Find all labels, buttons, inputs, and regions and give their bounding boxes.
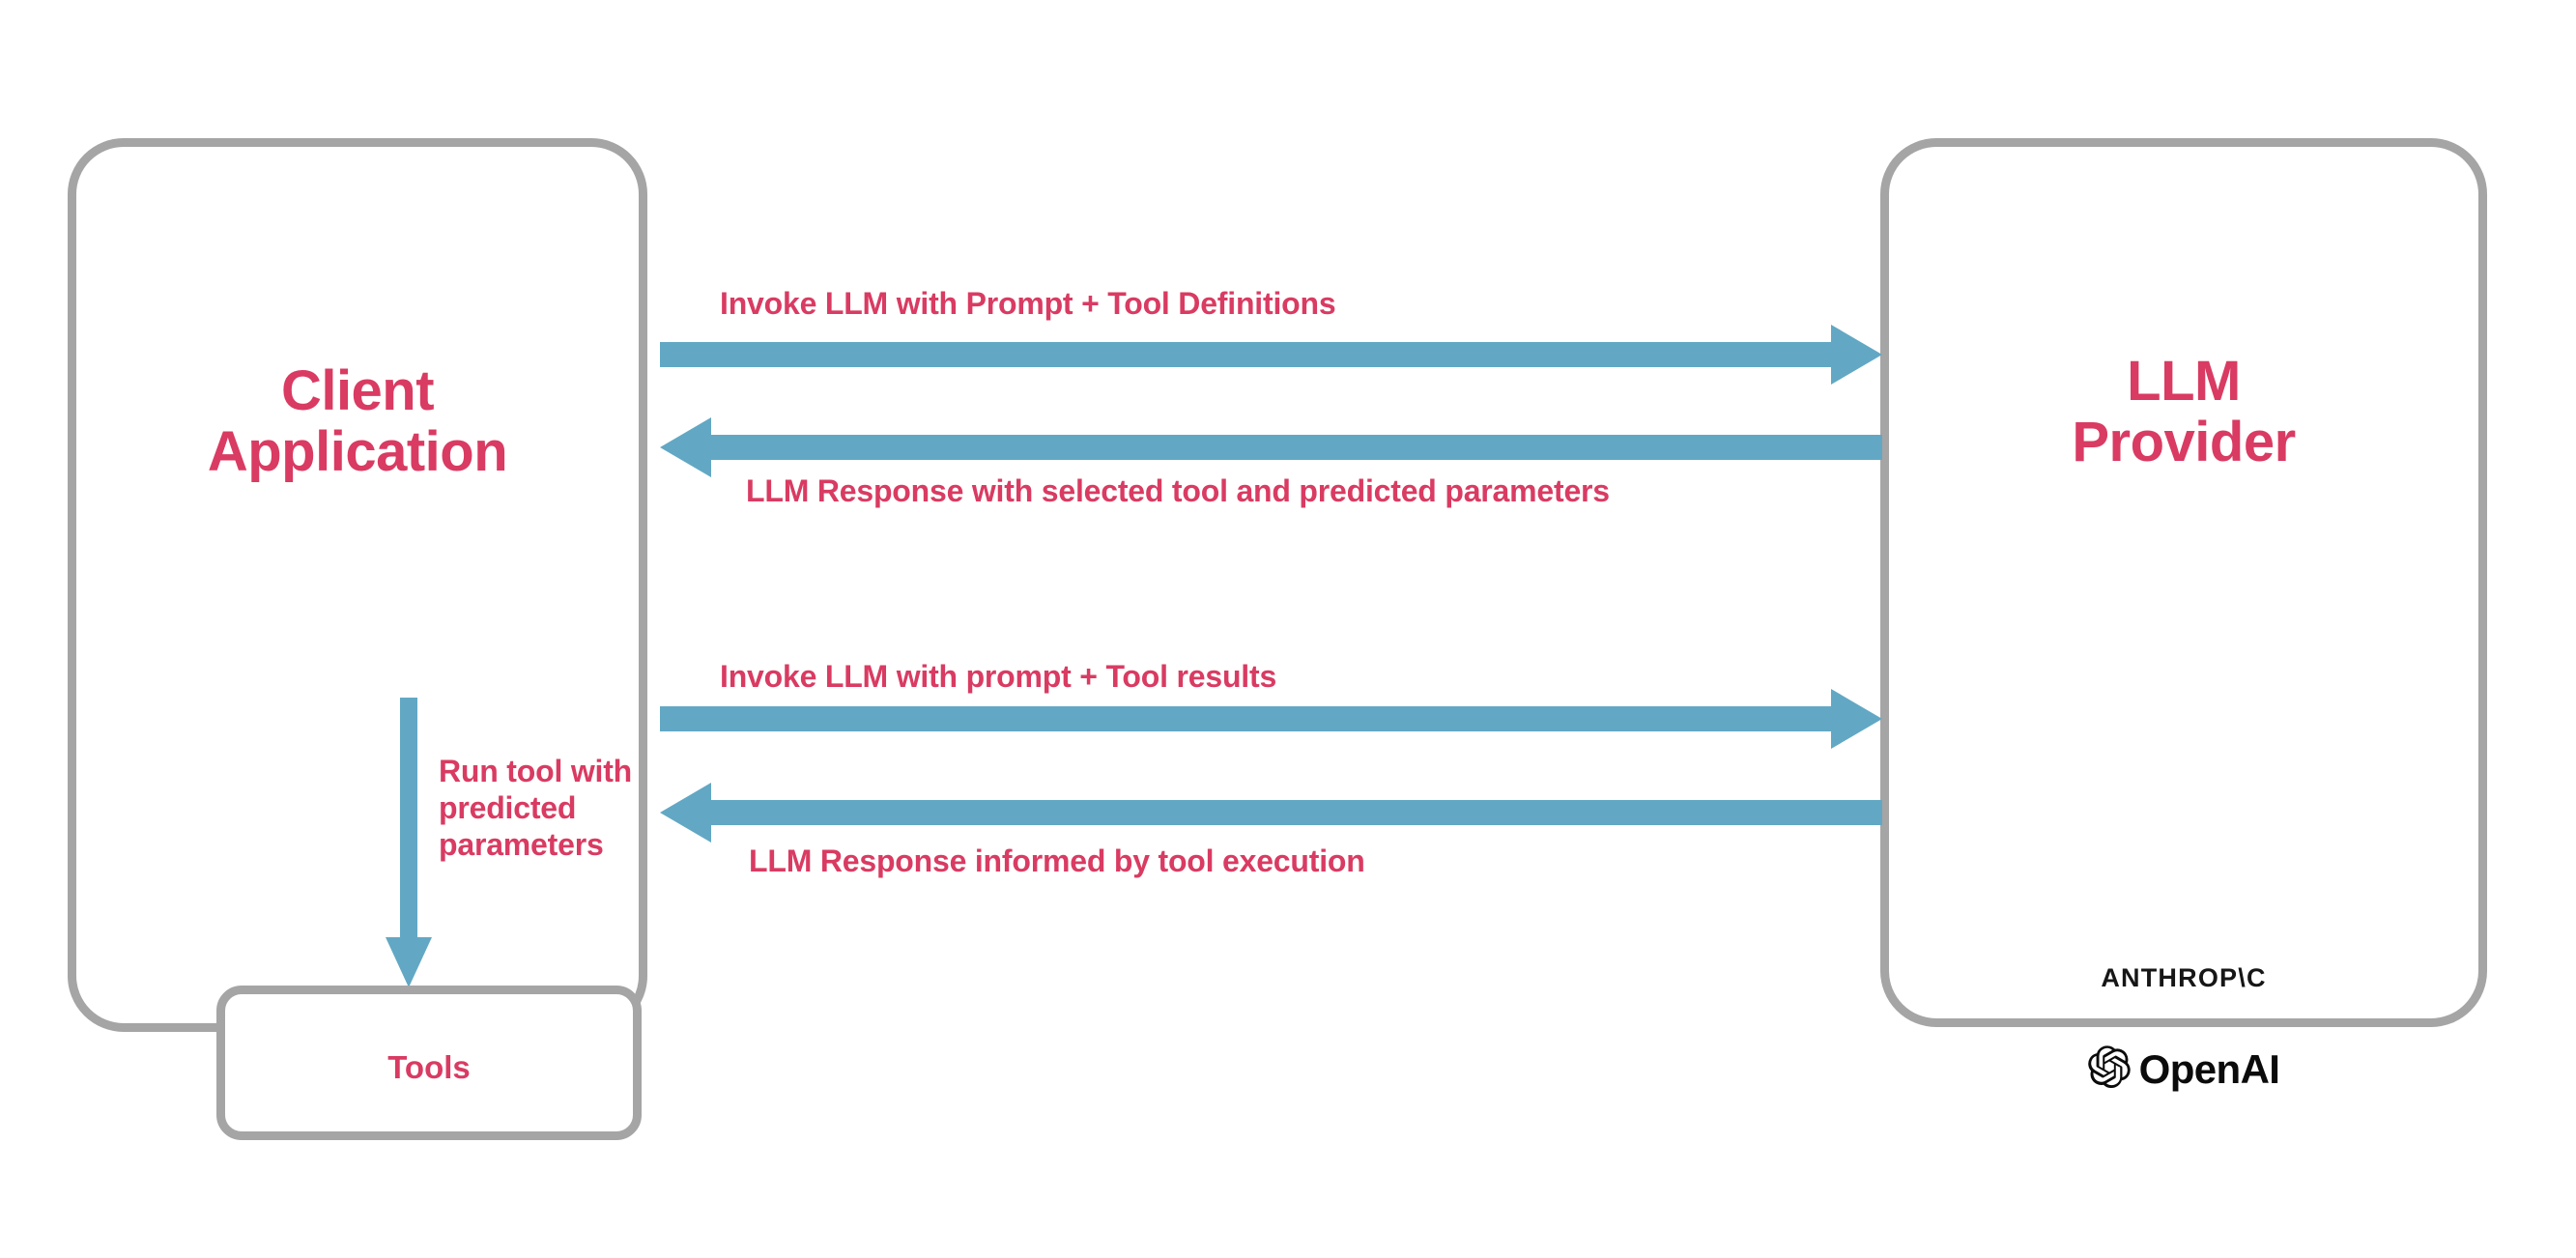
openai-knot-icon	[2087, 1045, 2131, 1093]
arrow-llm-response-1-left	[660, 417, 1882, 477]
run-tool-label-line-3: parameters	[439, 826, 604, 862]
run-tool-arrow	[386, 698, 432, 987]
arrow-invoke-tools-right	[660, 325, 1882, 385]
tools-label: Tools	[387, 1049, 471, 1085]
client-title-line-2: Application	[207, 419, 508, 483]
edge-label-llm-response-1: LLM Response with selected tool and pred…	[746, 473, 1610, 508]
run-tool-label: Run tool with predicted parameters	[439, 754, 709, 863]
llm-provider-node: LLM Provider ANTHROP\C OpenAI	[1880, 138, 2487, 1092]
provider-title-line-2: Provider	[2072, 410, 2296, 473]
run-tool-label-line-1: Run tool with	[439, 754, 633, 788]
arrow-invoke-results-right	[660, 689, 1882, 749]
provider-title-line-1: LLM	[2127, 350, 2241, 413]
client-title-line-1: Client	[280, 359, 435, 422]
run-tool-label-line-2: predicted	[439, 789, 577, 825]
client-application-title: Client Application	[76, 359, 639, 483]
client-application-node: Client Application Run tool with predict…	[68, 138, 647, 1140]
llm-provider-title: LLM Provider	[1889, 350, 2478, 473]
edge-label-invoke-results: Invoke LLM with prompt + Tool results	[720, 659, 1277, 694]
arrow-llm-response-2-left	[660, 783, 1882, 843]
anthropic-wordmark-logo: ANTHROP\C	[2101, 963, 2267, 992]
edge-label-llm-response-2: LLM Response informed by tool execution	[749, 843, 1365, 878]
edge-label-invoke-tools: Invoke LLM with Prompt + Tool Definition…	[720, 286, 1336, 321]
openai-logo: OpenAI	[1889, 1045, 2478, 1093]
tools-node: Tools	[216, 986, 642, 1140]
openai-wordmark-text: OpenAI	[2138, 1045, 2280, 1092]
